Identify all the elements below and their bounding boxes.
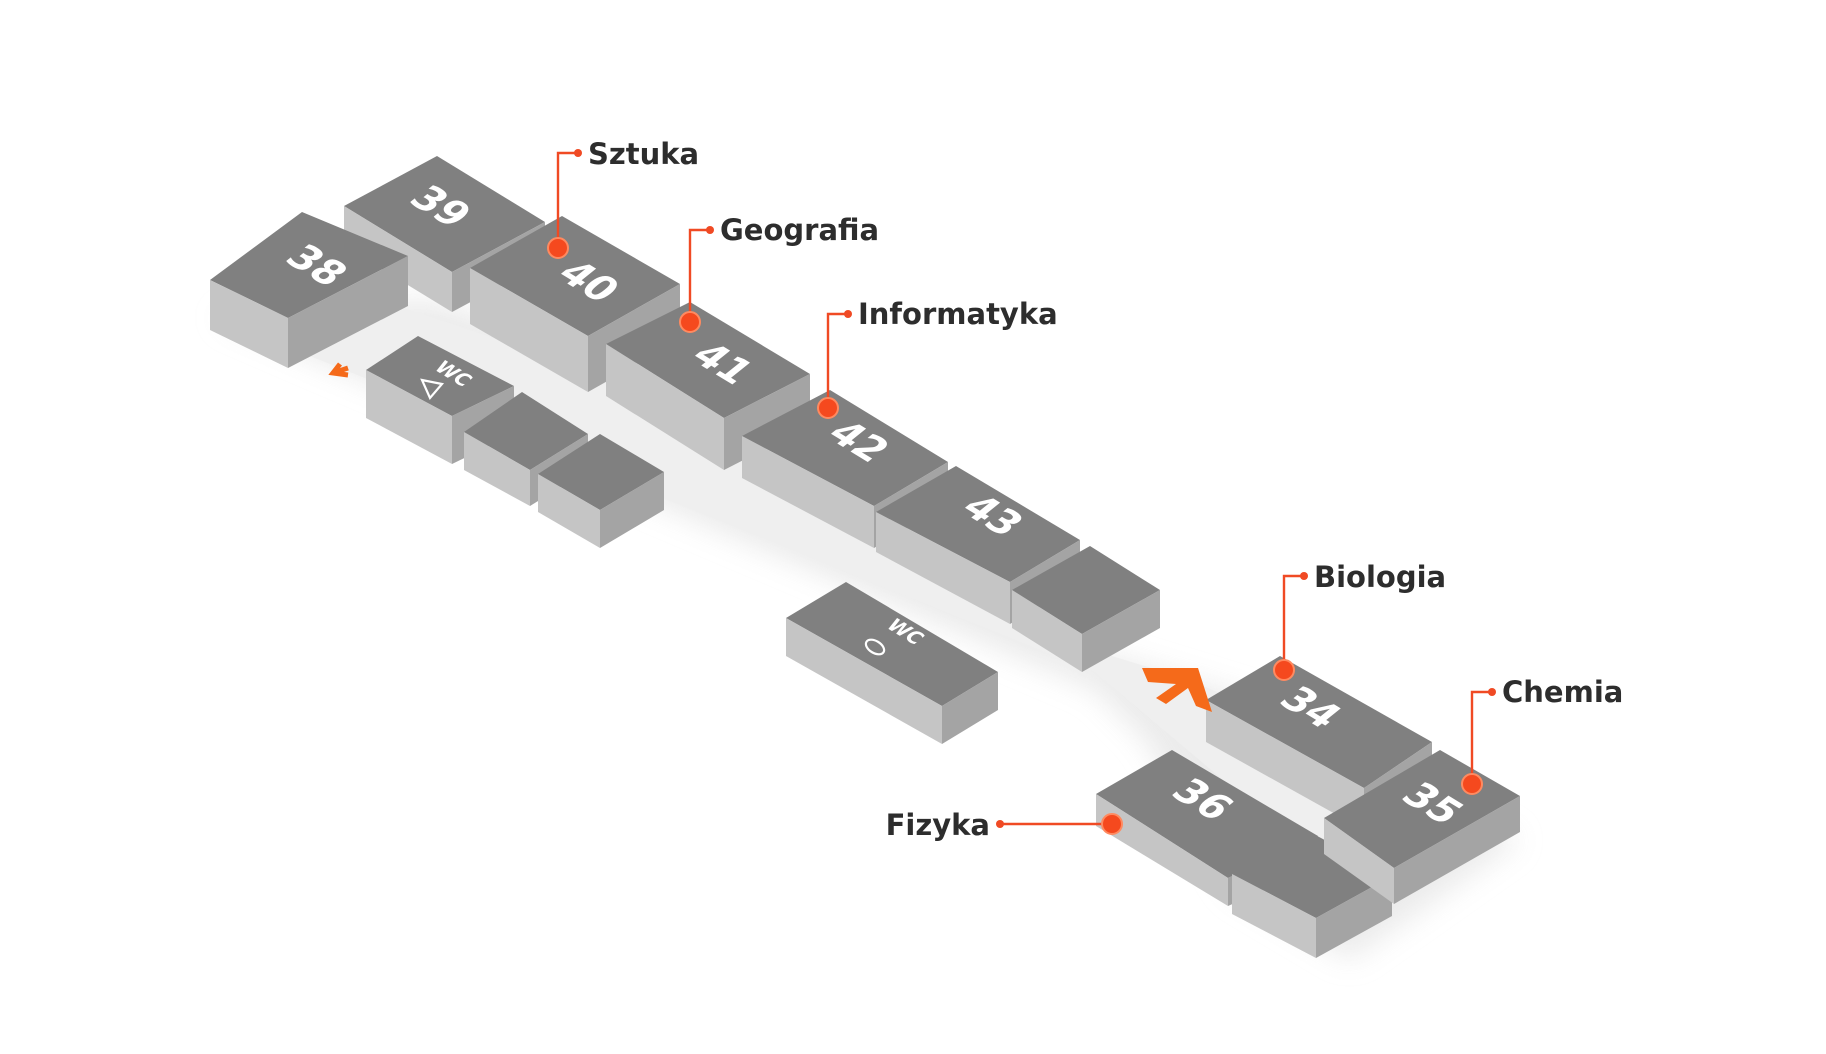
subject-label-sztuka: Sztuka	[588, 137, 699, 171]
exit-arrow-icon	[1142, 668, 1212, 712]
wc-male-room[interactable]: WC	[786, 582, 998, 744]
room-34[interactable]: 34	[1206, 656, 1432, 830]
female-wc-icon	[420, 378, 445, 401]
room-38[interactable]: 38	[210, 212, 408, 368]
callout-fizyka[interactable]: Fizyka	[886, 808, 1123, 842]
callout-informatyka[interactable]: Informatyka	[817, 297, 1058, 419]
callout-biologia[interactable]: Biologia	[1273, 560, 1446, 681]
room-40[interactable]: 40	[470, 216, 680, 392]
location-pin-icon	[679, 311, 701, 333]
callout-sztuka[interactable]: Sztuka	[547, 137, 699, 259]
subject-label-fizyka: Fizyka	[886, 808, 990, 842]
callout-chemia[interactable]: Chemia	[1461, 675, 1623, 795]
exit-arrow-west	[328, 362, 349, 378]
room-unlabeled-east[interactable]	[1012, 546, 1160, 672]
location-pin-icon	[817, 397, 839, 419]
subject-label-biologia: Biologia	[1314, 560, 1446, 594]
male-wc-icon	[864, 638, 886, 656]
subject-label-geografia: Geografia	[720, 213, 879, 247]
subject-label-informatyka: Informatyka	[858, 297, 1058, 331]
subject-label-chemia: Chemia	[1502, 675, 1623, 709]
rooms: 39 38 40 41 42	[210, 156, 1520, 958]
entrance-arrow-east	[1142, 668, 1212, 712]
location-pin-icon	[1273, 659, 1295, 681]
location-pin-icon	[1461, 773, 1483, 795]
room-unlabeled-south[interactable]	[1232, 830, 1392, 958]
room-storage-2[interactable]	[538, 434, 664, 548]
location-pin-icon	[1101, 813, 1123, 835]
callout-geografia[interactable]: Geografia	[679, 213, 879, 333]
location-pin-icon	[547, 237, 569, 259]
